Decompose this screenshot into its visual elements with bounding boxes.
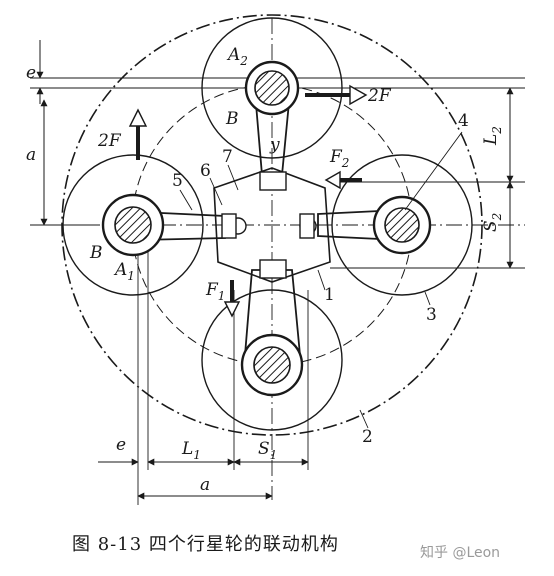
part-number-2: 2 (362, 427, 373, 447)
part-number-5: 5 (172, 171, 183, 191)
right-hub-shaft (384, 207, 420, 243)
label-a-left: a (26, 145, 36, 165)
label-e-top: e (26, 63, 36, 83)
label-B-top: B (225, 109, 239, 129)
leader-3 (424, 291, 431, 306)
force-arrowhead-F1 (223, 301, 241, 318)
label-L2: L2 (481, 126, 504, 146)
part-number-4: 4 (458, 111, 469, 131)
label-A1: A1 (113, 260, 135, 283)
label-F2: F2 (329, 147, 349, 170)
part-number-3: 3 (426, 305, 437, 325)
right-slider-block (299, 213, 315, 239)
leader-6 (209, 177, 223, 206)
leader-7 (227, 164, 239, 191)
leader-1 (317, 269, 326, 291)
bottom-slider-block (259, 259, 287, 279)
label-2F-up: 2F (97, 131, 122, 151)
label-L1: L1 (181, 439, 201, 462)
force-arrowhead-right (349, 84, 368, 106)
label-a-bottom: a (200, 475, 210, 495)
label-S1: S1 (258, 439, 277, 462)
watermark: 知乎 @Leon (420, 545, 501, 561)
top-hub-shaft (254, 70, 290, 106)
force-arrowhead-up (128, 108, 148, 127)
top-slider-block (259, 171, 287, 191)
left-hub-shaft (114, 206, 152, 244)
label-S2: S2 (481, 213, 504, 232)
label-e-bottom: e (116, 435, 126, 455)
left-slider-block (221, 213, 237, 239)
label-B-left: B (89, 243, 103, 263)
force-arrowhead-F2 (324, 170, 341, 190)
label-y: y (269, 135, 280, 155)
part-number-1: 1 (324, 285, 335, 305)
label-A2: A2 (226, 45, 248, 68)
label-F1: F1 (205, 280, 225, 303)
part-number-6: 6 (200, 161, 211, 181)
leader-2 (359, 409, 369, 429)
leader-5 (179, 189, 193, 211)
leader-4 (404, 131, 463, 211)
part-number-7: 7 (222, 147, 233, 167)
figure-caption: 图 8-13 四个行星轮的联动机构 (72, 534, 339, 555)
label-2F-right: 2F (367, 86, 392, 106)
bottom-hub-shaft (253, 346, 291, 384)
